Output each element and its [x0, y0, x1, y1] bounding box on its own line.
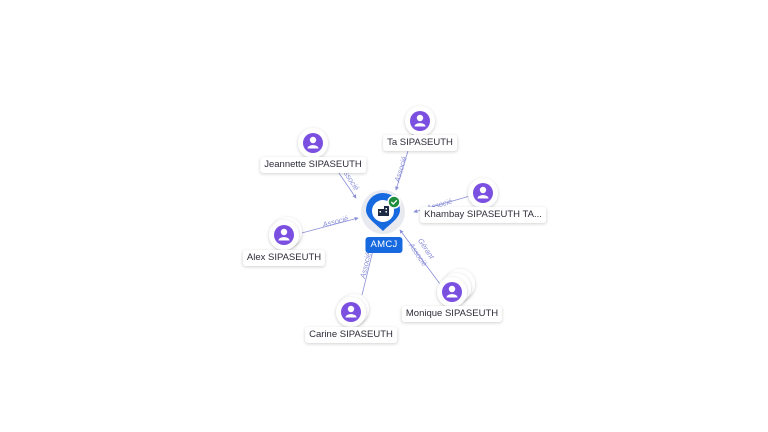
edge-label-carine: Associé — [358, 252, 373, 281]
edge-label-ta: Associé — [392, 155, 409, 184]
node-center-amcj[interactable] — [361, 190, 405, 234]
label-carine[interactable]: Carine SIPASEUTH — [305, 327, 397, 343]
label-khambay[interactable]: Khambay SIPASEUTH TA... — [420, 207, 546, 223]
node-khambay[interactable] — [468, 178, 498, 208]
node-ta[interactable] — [405, 106, 435, 136]
label-alex[interactable]: Alex SIPASEUTH — [242, 250, 326, 266]
building-icon — [378, 206, 389, 216]
check-badge-icon — [387, 195, 401, 209]
node-jeannette[interactable] — [298, 128, 328, 158]
center-label[interactable]: AMCJ — [365, 237, 403, 253]
label-ta[interactable]: Ta SIPASEUTH — [383, 135, 457, 151]
label-jeannette[interactable]: Jeannette SIPASEUTH — [260, 157, 366, 173]
node-carine[interactable] — [336, 294, 369, 327]
edge-alex: Associé — [297, 214, 359, 235]
edge-monique: Gérant Associé — [399, 229, 441, 285]
node-monique[interactable] — [437, 269, 475, 307]
label-monique[interactable]: Monique SIPASEUTH — [401, 306, 503, 322]
node-alex[interactable] — [269, 217, 302, 250]
edge-label-alex: Associé — [321, 214, 350, 230]
